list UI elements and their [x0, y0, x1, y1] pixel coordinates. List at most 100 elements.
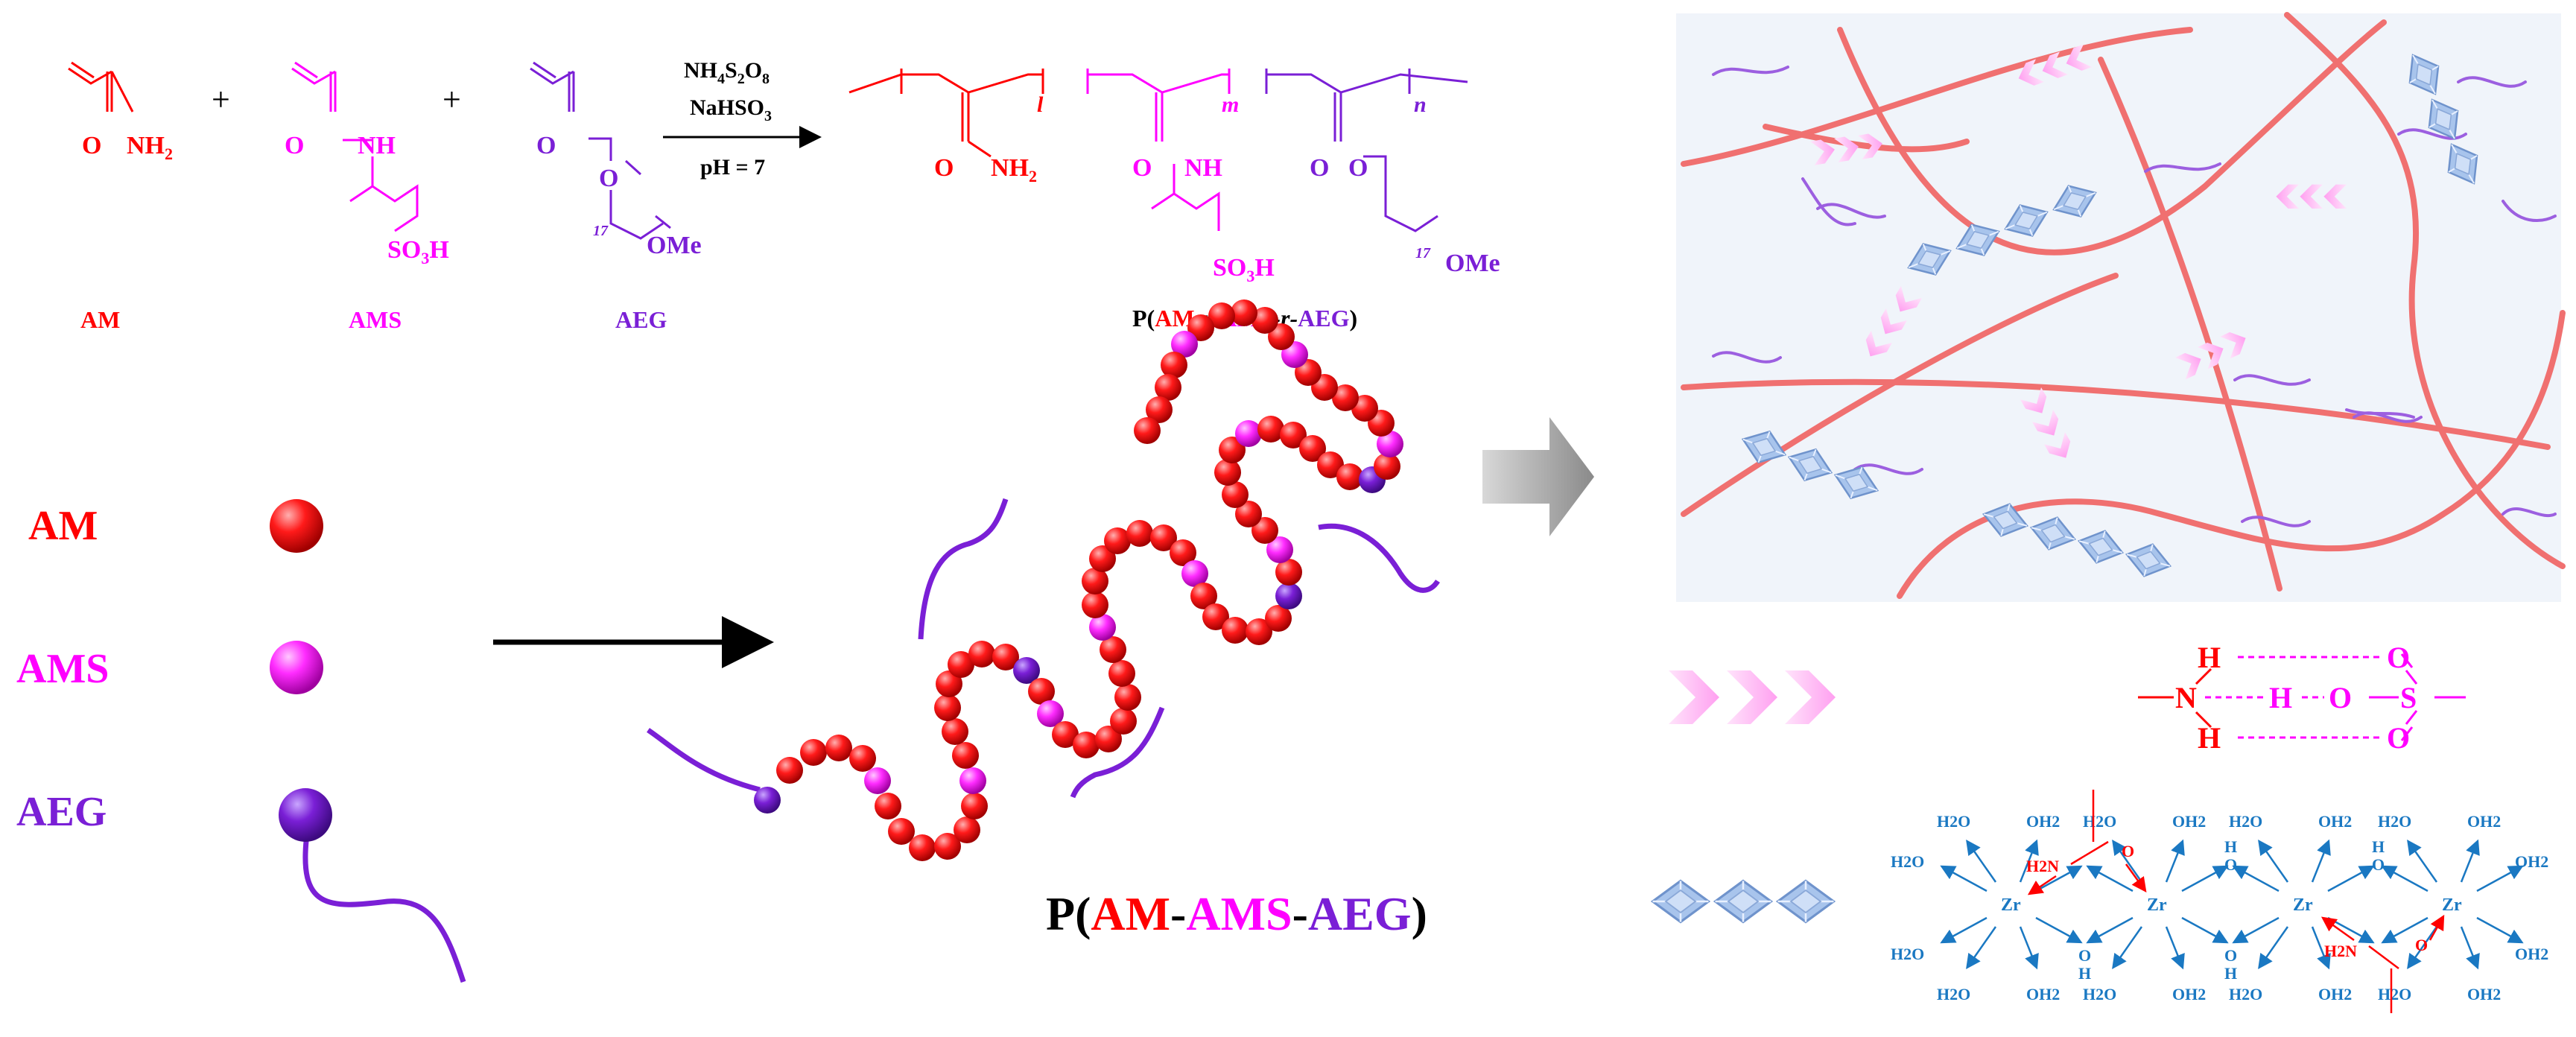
- zr-water-ligand: H2O: [2083, 985, 2116, 1003]
- zr-bond: [2165, 839, 2185, 883]
- zr-water-ligand: H2O: [2083, 812, 2116, 831]
- bead-am: [954, 816, 980, 843]
- zr-bond: [1966, 839, 1997, 883]
- zr-amide-nh2: H2N: [2324, 942, 2357, 960]
- aeg-repeat-count: 17: [593, 223, 609, 239]
- bead-am: [1187, 314, 1214, 341]
- zr-water-ligand: OH2: [2172, 812, 2206, 831]
- bead-aeg: [1275, 583, 1302, 609]
- zr-bond: [2232, 865, 2280, 892]
- bead-am: [1100, 636, 1126, 663]
- bead-am: [800, 739, 827, 766]
- legend-aeg-tail: [302, 834, 466, 983]
- condition-initiator: NH4S2O8: [684, 58, 770, 87]
- zr-water-ligand: H2O: [2229, 812, 2262, 831]
- zr-bond: [2320, 916, 2355, 942]
- zr-bridge-h: H: [2224, 837, 2237, 856]
- zr-water-ligand: H2O: [1891, 852, 1924, 871]
- zr-bridge-h: H: [2078, 964, 2091, 983]
- bead-am: [1108, 660, 1135, 687]
- polymer-ams-o: O: [1132, 154, 1152, 182]
- bead-am: [1231, 299, 1257, 326]
- zr-bond: [2027, 875, 2057, 895]
- bead-am: [948, 651, 974, 678]
- zr-bond: [2258, 839, 2289, 883]
- bead-am: [1073, 732, 1100, 758]
- zr-bond: [1940, 916, 1987, 944]
- zr-amide-nh2: H2N: [2026, 857, 2059, 875]
- am-amine: NH2: [127, 132, 173, 163]
- zr-atom: Zr: [2001, 895, 2021, 915]
- zr-atom: Zr: [2147, 895, 2167, 915]
- bead-am: [1208, 302, 1235, 329]
- zr-atom: Zr: [2293, 895, 2313, 915]
- legend-bead-aeg: [279, 788, 332, 842]
- bead-am: [1246, 618, 1272, 645]
- bead-ams: [1235, 420, 1262, 447]
- monomer-legend: AM AMS AEG: [16, 503, 109, 835]
- zr-bond: [2311, 926, 2331, 970]
- network-aeg-tails: [1712, 66, 2557, 527]
- polymer-backbone: [848, 69, 1468, 232]
- bead-am: [1336, 463, 1363, 490]
- bead-am: [1235, 501, 1262, 527]
- hbond-o2: O: [2329, 681, 2352, 714]
- bead-am: [1082, 592, 1108, 618]
- zr-bridge-o: O: [2224, 855, 2237, 874]
- bead-aeg: [754, 787, 781, 814]
- aeg-reagent-label: AEG: [615, 306, 667, 333]
- legend-label-aeg: AEG: [16, 789, 107, 835]
- zr-bond: [2035, 916, 2083, 944]
- hbond-o3: O: [2387, 721, 2410, 755]
- bead-am: [1095, 726, 1122, 752]
- zr-bond: [2368, 945, 2399, 969]
- bead-am: [1082, 568, 1108, 594]
- zr-bond: [2112, 926, 2143, 970]
- polymer-bead-chain: [647, 299, 1440, 861]
- zr-water-ligand: OH2: [2172, 985, 2206, 1003]
- zr-bond: [2460, 926, 2480, 970]
- zr-water-ligand: OH2: [2467, 812, 2501, 831]
- bead-am: [942, 718, 968, 745]
- zr-bond: [2429, 914, 2445, 941]
- zr-bond: [1940, 865, 1987, 892]
- bead-am: [1161, 352, 1187, 378]
- zr-amide-o: O: [2415, 936, 2428, 954]
- bead-am: [776, 757, 803, 784]
- bead-am: [825, 735, 852, 761]
- am-reagent-label: AM: [80, 306, 120, 333]
- bead-am: [992, 644, 1019, 670]
- bead-am: [1150, 524, 1177, 551]
- zr-water-ligand: H2O: [2378, 985, 2411, 1003]
- am-carbonyl-o: O: [82, 132, 101, 159]
- aeg-ome: OMe: [647, 232, 702, 259]
- bead-am: [1155, 374, 1181, 401]
- zr-bond: [2019, 926, 2039, 970]
- zr-legend-diamonds: [1651, 879, 1836, 924]
- bead-ams: [1089, 614, 1116, 641]
- zr-bond: [2327, 865, 2375, 892]
- bead-aeg: [1013, 657, 1040, 684]
- zr-bond: [2258, 926, 2289, 970]
- zr-bond: [2311, 839, 2331, 883]
- zr-bridge-o: O: [2224, 946, 2237, 965]
- ams-nh: NH: [358, 132, 396, 159]
- zr-atom: Zr: [2442, 895, 2462, 915]
- hbond-structure: N H H H O S O O: [2138, 641, 2466, 755]
- zr-water-ligand: OH2: [2318, 985, 2352, 1003]
- bead-am: [934, 694, 961, 721]
- bead-am: [1089, 545, 1116, 572]
- polymer-am-amine: NH2: [991, 154, 1037, 185]
- hbond-o1: O: [2387, 641, 2410, 674]
- bead-am: [1134, 417, 1161, 444]
- ams-monomer-structure: [291, 61, 419, 232]
- bead-am: [1114, 684, 1141, 711]
- bead-am: [849, 745, 876, 772]
- bead-ams: [1171, 331, 1198, 358]
- bead-am: [1202, 603, 1229, 630]
- zr-bond: [2086, 865, 2134, 892]
- bead-am: [875, 793, 901, 819]
- hbond-h2: H: [2269, 681, 2292, 714]
- bead-am: [1257, 416, 1284, 443]
- zr-water-ligand: OH2: [2467, 985, 2501, 1003]
